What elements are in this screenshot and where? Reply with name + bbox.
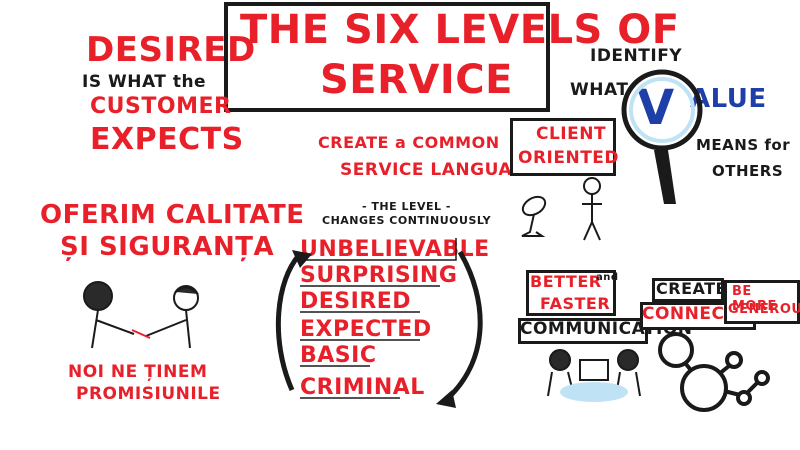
- generous-box: [724, 280, 800, 324]
- staircase-lines: [300, 238, 457, 399]
- desired-line-3: CUSTOMER: [90, 94, 232, 119]
- quality-line-1: OFERIM CALITATE: [40, 200, 305, 230]
- what-label: WHAT: [570, 80, 629, 100]
- cycle-arrowhead-down-icon: [436, 390, 456, 408]
- title-line-1: THE SIX LEVELS OF: [240, 7, 680, 53]
- desired-word: DESIRED: [86, 30, 256, 70]
- levels-list: UNBELIEVABLE SURPRISING DESIRED EXPECTED…: [300, 238, 489, 408]
- client-line-2: ORIENTED: [518, 148, 620, 168]
- identify-label: IDENTIFY: [590, 46, 683, 66]
- communication-box: [518, 318, 648, 344]
- spotlight-icon: [521, 195, 547, 237]
- value-v-letter: V: [637, 80, 675, 136]
- level-desired: DESIRED: [300, 289, 412, 314]
- language-line-1: CREATE a COMMON: [318, 133, 500, 152]
- communication-people-icon: [547, 349, 641, 402]
- create-label: CREATE: [656, 279, 727, 298]
- and-label: and: [596, 272, 619, 283]
- level-change-line-2: CHANGES CONTINUOUSLY: [322, 214, 492, 227]
- level-basic: BASIC: [300, 343, 377, 368]
- client-line-1: CLIENT: [536, 124, 607, 144]
- desired-line-4: EXPECTS: [90, 122, 244, 157]
- cycle-arrow-left-icon: [275, 252, 302, 392]
- magnifying-glass-icon: [621, 69, 703, 204]
- generous-line-1: BE MORE: [732, 284, 777, 314]
- means-label: MEANS for: [696, 136, 791, 154]
- level-change-line-1: - THE LEVEL -: [362, 200, 451, 213]
- generous-line-2: GENEROUS: [728, 302, 800, 317]
- connection-molecule-icon: [658, 332, 770, 412]
- promise-line-2: PROMISIUNILE: [76, 384, 221, 404]
- promise-line-1: NOI NE ȚINEM: [68, 362, 208, 382]
- client-oriented-box: [510, 118, 616, 176]
- desired-line-2: IS WHAT the: [82, 72, 207, 92]
- faster-label: FASTER: [540, 294, 611, 313]
- title-line-2: SERVICE: [320, 57, 513, 103]
- level-expected: EXPECTED: [300, 317, 432, 342]
- create-box: [652, 278, 724, 302]
- title-frame: [224, 2, 550, 112]
- others-label: OTHERS: [712, 162, 784, 180]
- language-line-2: SERVICE LANGUAGE: [340, 160, 539, 180]
- cycle-arrowhead-up-icon: [292, 250, 312, 268]
- better-faster-box: [526, 270, 616, 316]
- person-icon: [582, 177, 602, 241]
- level-unbelievable: UNBELIEVABLE: [300, 237, 490, 262]
- level-surprising: SURPRISING: [300, 263, 458, 288]
- cycle-arrow-right-icon: [444, 250, 483, 402]
- quality-line-2: ȘI SIGURANȚA: [60, 232, 275, 262]
- handshake-people-icon: [83, 281, 199, 349]
- better-label: BETTER: [530, 272, 602, 291]
- level-criminal: CRIMINAL: [300, 375, 425, 400]
- value-rest-label: ALUE: [690, 84, 767, 114]
